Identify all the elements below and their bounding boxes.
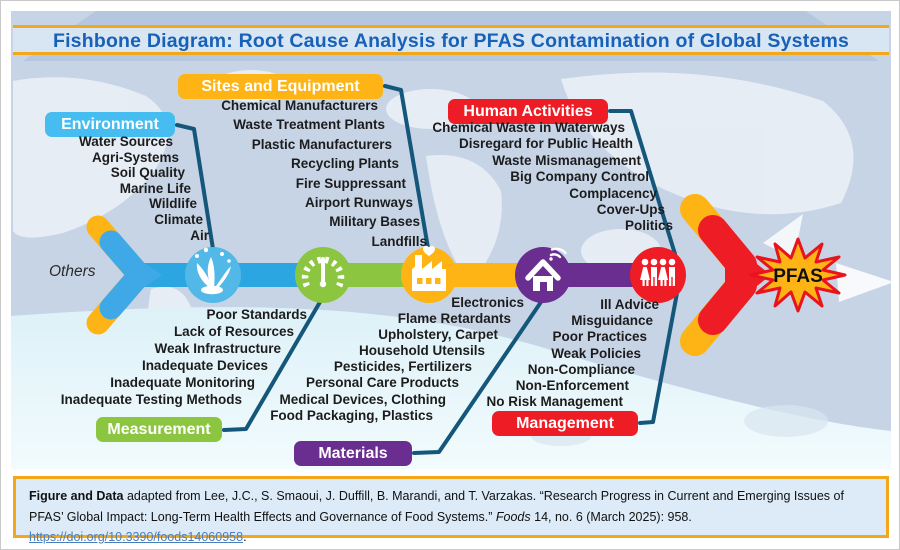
others-arrow-icon (86, 215, 162, 335)
management-items: Ill Advice Misguidance Poor Practices We… (486, 297, 659, 410)
citation-text: . (243, 530, 247, 545)
cause-item: Fire Suppressant (295, 175, 406, 191)
impact-rays (763, 214, 894, 302)
branch-label-sites-and-equipment: Sites and Equipment (178, 74, 383, 99)
cause-item: Misguidance (571, 313, 653, 329)
cause-item: Cover-Ups (596, 202, 665, 218)
sites-branch-line (383, 84, 430, 250)
cause-item: Water Sources (78, 134, 173, 149)
cause-item: Non-Compliance (527, 361, 635, 377)
cause-item: Non-Enforcement (515, 378, 629, 394)
branch-label-environment: Environment (45, 112, 175, 137)
spine-node-measurement (295, 247, 351, 303)
effect-arrow-icon (680, 194, 771, 356)
factory-icon (412, 245, 446, 291)
gauge-icon (301, 256, 345, 288)
cause-item: Food Packaging, Plastics (270, 407, 433, 423)
pfas-effect-label: PFAS (773, 266, 823, 287)
measurement-branch-line (222, 300, 322, 432)
cause-item: Household Utensils (358, 343, 485, 359)
cause-item: Weak Policies (551, 345, 641, 361)
cause-item: Waste Treatment Plants (233, 117, 385, 133)
cause-item: Inadequate Monitoring (110, 374, 255, 390)
measurement-items: Poor Standards Lack of Resources Weak In… (61, 307, 307, 408)
house-wifi-icon (525, 247, 567, 291)
cause-item: Disregard for Public Health (458, 136, 633, 152)
sites-and-equipment-items: Chemical Manufacturers Waste Treatment P… (221, 96, 427, 251)
cause-item: Air (190, 227, 209, 243)
cause-item: Landfills (371, 233, 427, 249)
cause-item: Complacency (569, 185, 657, 201)
cause-item: Weak Infrastructure (154, 340, 281, 356)
cause-item: Poor Practices (552, 329, 647, 345)
cause-item: Inadequate Testing Methods (60, 391, 242, 407)
cause-item: Chemical Waste in Waterways (432, 120, 625, 135)
cause-item: Soil Quality (110, 165, 185, 181)
pfas-starburst: PFAS (749, 237, 847, 313)
family-icon (640, 258, 676, 286)
branch-label-management: Management (492, 411, 638, 436)
doi-link[interactable]: https://doi.org/10.3390/foods14060958 (29, 530, 244, 545)
cause-item: Upholstery, Carpet (378, 327, 498, 343)
branch-label-measurement: Measurement (96, 417, 222, 442)
materials-items: Electronics Flame Retardants Upholstery,… (270, 295, 524, 424)
cause-item: Inadequate Devices (141, 357, 268, 373)
citation-footer: Figure and Data adapted from Lee, J.C., … (13, 476, 889, 544)
cause-item: Lack of Resources (173, 323, 294, 339)
spine-node-materials (515, 247, 571, 303)
cause-item: Plastic Manufacturers (251, 136, 392, 152)
branch-label-materials: Materials (294, 441, 412, 466)
cause-item: Flame Retardants (397, 311, 511, 327)
cause-item: Big Company Control (510, 169, 649, 185)
cause-item: Marine Life (119, 180, 191, 196)
cause-item: Electronics (451, 295, 524, 310)
cause-item: Climate (154, 211, 203, 227)
human-activities-branch-line (608, 109, 677, 256)
citation-journal: Foods (495, 509, 531, 524)
citation-text: 14, no. 6 (March 2025): 958. (530, 509, 692, 524)
others-label: Others (49, 263, 96, 280)
cause-item: Agri-Systems (91, 149, 179, 165)
citation-lead: Figure and Data (29, 489, 124, 503)
spine-node-human (630, 247, 686, 303)
management-branch-line (638, 291, 679, 425)
cause-item: Wildlife (149, 196, 197, 212)
cause-item: Military Bases (329, 214, 420, 230)
cause-item: Chemical Manufacturers (221, 98, 378, 113)
materials-branch-line (412, 300, 543, 455)
cause-item: Pesticides, Fertilizers (333, 359, 472, 375)
cause-item: Politics (624, 218, 673, 234)
cause-item: Airport Runways (304, 195, 413, 211)
cause-item: No Risk Management (486, 394, 623, 410)
cause-item: Waste Mismanagement (492, 152, 641, 168)
diagram-title: Fishbone Diagram: Root Cause Analysis fo… (13, 25, 889, 55)
spine-node-environment (185, 247, 241, 303)
cause-item: Medical Devices, Clothing (279, 391, 446, 407)
cause-item: Ill Advice (600, 297, 659, 312)
water-splash-icon (195, 247, 231, 295)
environment-branch-line (175, 123, 215, 251)
citation-text: adapted from Lee, J.C., S. Smaoui, J. Du… (29, 489, 844, 524)
human-activities-items: Chemical Waste in Waterways Disregard fo… (432, 120, 673, 235)
environment-items: Water Sources Agri-Systems Soil Quality … (79, 134, 209, 243)
branch-label-human-activities: Human Activities (448, 99, 608, 124)
spine-node-sites (401, 245, 457, 303)
cause-item: Poor Standards (206, 307, 307, 322)
cause-item: Personal Care Products (305, 375, 459, 391)
cause-item: Recycling Plants (290, 156, 399, 172)
